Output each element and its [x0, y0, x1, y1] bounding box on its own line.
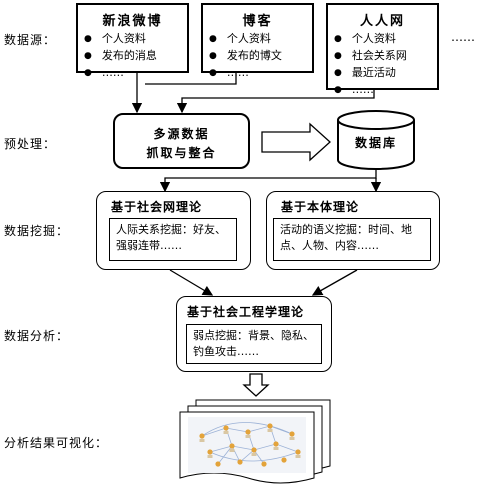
mining-box-ontology: 基于本体理论 活动的语义挖掘：时间、地点、人物、内容……: [266, 191, 440, 270]
source-title: 博客: [242, 14, 273, 29]
analysis-box-social-engineering: 基于社会工程学理论 弱点挖掘：背景、隐私、钓鱼攻击……: [176, 296, 332, 372]
source-item: ……: [209, 65, 312, 82]
stage-label-mining: 数据挖掘：: [4, 224, 70, 238]
stage-label-visualization: 分析结果可视化：: [4, 436, 109, 450]
preprocess-box: 多源数据 抓取与整合: [113, 113, 250, 169]
stage-label-preprocess: 预处理：: [4, 137, 57, 151]
source-box-renren: 人人网 个人资料 社会关系网 最近活动 ……: [326, 3, 439, 96]
preprocess-line1: 多源数据: [153, 127, 210, 141]
source-item: 个人资料: [334, 31, 437, 48]
analysis-body: 弱点挖掘：背景、隐私、钓鱼攻击……: [186, 324, 322, 364]
source-title: 人人网: [359, 14, 405, 29]
source-item: 个人资料: [209, 31, 312, 48]
arrow-social-to-analysis: [169, 269, 214, 296]
arrow-to-visualization: [242, 373, 270, 397]
source-item: 最近活动: [334, 65, 437, 82]
source-item: ……: [84, 65, 187, 82]
source-item: 个人资料: [84, 31, 187, 48]
mining-social-body: 人际关系挖掘：好友、强弱连带……: [109, 218, 237, 261]
mining-ontology-title: 基于本体理论: [281, 200, 360, 214]
more-sources-ellipsis: ……: [451, 30, 475, 44]
source-item: 发布的消息: [84, 48, 187, 65]
source-item: 社会关系网: [334, 48, 437, 65]
source-item: ……: [334, 82, 437, 99]
preprocess-line2: 抓取与整合: [146, 146, 217, 160]
arrow-database-to-social-mining: [159, 168, 377, 193]
source-box-weibo: 新浪微博 个人资料 发布的消息 ……: [76, 3, 189, 79]
mining-box-social-network: 基于社会网理论 人际关系挖掘：好友、强弱连带……: [96, 191, 251, 270]
arrow-to-database: [261, 122, 331, 162]
database-label: 数据库: [354, 136, 397, 150]
source-item: 发布的博文: [209, 48, 312, 65]
mining-social-title: 基于社会网理论: [111, 200, 203, 214]
arrow-ontology-to-analysis: [311, 269, 358, 296]
stage-label-data-source: 数据源：: [4, 33, 57, 47]
source-title: 新浪微博: [102, 14, 163, 29]
mining-ontology-body: 活动的语义挖掘：时间、地点、人物、内容……: [273, 218, 431, 261]
stage-label-analysis: 数据分析：: [4, 329, 70, 343]
analysis-title: 基于社会工程学理论: [187, 305, 305, 319]
source-box-blog: 博客 个人资料 发布的博文 ……: [201, 3, 314, 79]
